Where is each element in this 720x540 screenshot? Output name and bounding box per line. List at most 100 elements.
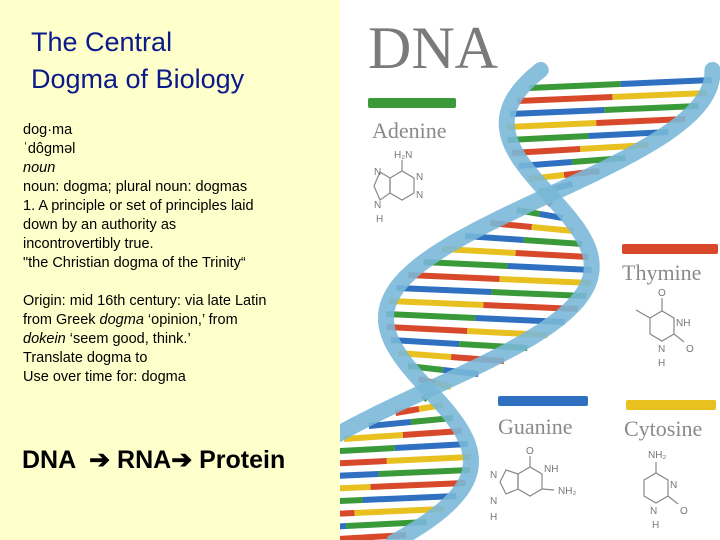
adenine-label: Adenine	[372, 118, 447, 143]
base-pair-half	[394, 441, 468, 451]
cytosine-label: Cytosine	[624, 416, 702, 441]
chem-h-1: H	[376, 214, 383, 225]
helix-backbone-1	[377, 62, 720, 540]
base-pair-half	[394, 406, 420, 416]
base-pair-half	[506, 120, 597, 130]
helix-backbones	[340, 62, 720, 540]
chem-o-3: O	[526, 446, 534, 457]
chem-h-4: H	[652, 520, 659, 531]
base-pair-half	[386, 311, 476, 321]
helix-backbone-2	[340, 62, 600, 443]
sense-line-1: 1. A principle or set of principles laid	[23, 198, 254, 214]
sense-line-2: down by an authority as	[23, 217, 177, 233]
chem-n-6: N	[490, 470, 497, 481]
dictionary-definition: dog·ma ˈdôgməl noun noun: dogma; plural …	[23, 121, 333, 387]
title-line-2: Dogma of Biology	[31, 64, 245, 94]
chem-n-7: N	[490, 496, 497, 507]
base-pair-half	[531, 224, 574, 234]
guanine-color-bar	[498, 396, 588, 406]
base-pair-half	[507, 133, 589, 143]
word-forms: noun: dogma; plural noun: dogmas	[23, 179, 248, 195]
origin-line-3: dokein ‘seem good, think.’	[23, 331, 191, 347]
chem-n-8: N	[670, 480, 677, 491]
dna-helix-illustration: DNA Adenine H₂N N N N N H Thymine O NH O…	[340, 15, 720, 540]
base-pair-half	[340, 471, 379, 479]
thymine-label: Thymine	[622, 260, 701, 285]
base-pair-half	[390, 337, 460, 347]
chem-nh2-1: NH₂	[558, 486, 576, 497]
base-pair-half	[515, 250, 589, 260]
guanine-structure-icon	[499, 456, 555, 497]
chem-h2n: H₂N	[394, 150, 412, 161]
guanine-label: Guanine	[498, 414, 573, 439]
base-pair-half	[523, 237, 583, 247]
base-pair-half	[402, 428, 462, 438]
title-line-1: The Central	[31, 27, 173, 57]
usage-link[interactable]: Use over time for: dogma	[23, 369, 186, 385]
flow-protein: Protein	[199, 446, 286, 474]
base-pair-half	[386, 454, 471, 464]
base-pair-half	[517, 94, 613, 104]
base-pair-half	[378, 467, 471, 477]
translate-link[interactable]: Translate dogma to	[23, 350, 148, 366]
base-pair-half	[507, 263, 592, 273]
base-pair-half	[340, 497, 363, 504]
chem-nh: NH	[676, 318, 690, 329]
cytosine-color-bar	[626, 400, 716, 410]
base-pair-half	[370, 480, 466, 490]
chem-n-2: N	[416, 190, 423, 201]
figure-heading: DNA	[368, 15, 498, 81]
sense-line-3: incontrovertibly true.	[23, 236, 154, 252]
chem-nh2-2: NH₂	[648, 450, 666, 461]
example-quote: "the Christian dogma of the Trinity“	[23, 255, 246, 271]
chem-h-2: H	[658, 358, 665, 369]
chem-nh-2: NH	[544, 464, 558, 475]
thymine-structure-icon	[635, 298, 685, 343]
base-pair-half	[528, 81, 621, 91]
base-pair-half	[407, 272, 500, 282]
dna-figure: DNA Adenine H₂N N N N N H Thymine O NH O…	[340, 0, 720, 540]
chem-n-9: N	[650, 506, 657, 517]
base-pair-half	[499, 276, 592, 286]
chem-n-4: N	[374, 200, 381, 211]
base-pair-half	[354, 506, 444, 516]
base-pair-half	[362, 493, 457, 503]
chem-o-2: O	[686, 344, 694, 355]
arrow-right-icon: ➔	[82, 446, 118, 474]
chem-h-3: H	[490, 512, 497, 523]
base-pair-half	[510, 107, 605, 117]
base-pair-half	[596, 116, 686, 126]
text-panel: The Central Dogma of Biology dog·ma ˈdôg…	[0, 0, 340, 540]
base-pair-half	[612, 90, 708, 100]
flow-dna: DNA	[22, 446, 76, 474]
thymine-color-bar	[622, 244, 718, 254]
pronunciation: ˈdôgməl	[23, 141, 76, 157]
base-pair-half	[620, 77, 712, 87]
base-pair-half	[389, 298, 484, 308]
chem-n-3: N	[374, 167, 381, 178]
base-pair-half	[604, 103, 699, 113]
part-of-speech: noun	[23, 160, 56, 176]
adenine-color-bar	[368, 98, 456, 108]
flow-rna: RNA	[117, 446, 172, 474]
chem-n-5: N	[658, 344, 665, 355]
base-pair-half	[340, 523, 347, 530]
headword: dog·ma	[23, 122, 73, 138]
chem-n-1: N	[416, 172, 423, 183]
base-pair-half	[343, 432, 403, 442]
arrow-right-icon: ➔	[171, 446, 200, 474]
base-pair-half	[386, 324, 468, 334]
base-pair-half	[423, 259, 508, 269]
base-pair-half	[491, 289, 587, 299]
base-pair-half	[368, 419, 412, 429]
chem-o-1: O	[658, 288, 666, 299]
chem-o-4: O	[680, 506, 688, 517]
adenine-structure-icon	[373, 160, 415, 201]
origin-line-1: Origin: mid 16th century: via late Latin	[23, 293, 267, 309]
base-pair-half	[396, 285, 492, 295]
origin-line-2: from Greek dogma ‘opinion,’ from	[23, 312, 238, 328]
base-pair-half	[340, 484, 371, 492]
page-title: The Central Dogma of Biology	[31, 24, 244, 98]
central-dogma-flow: DNA ➔ RNA➔ Protein	[22, 445, 285, 475]
base-pair-half	[340, 510, 355, 517]
